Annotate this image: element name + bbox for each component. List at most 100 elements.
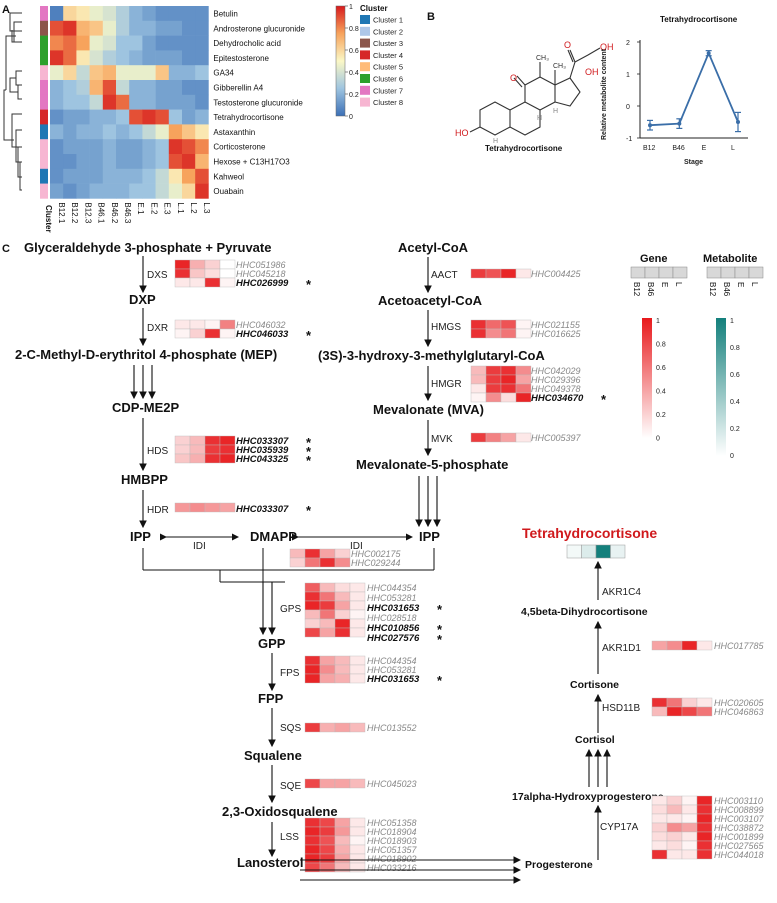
gene-expression-cell — [651, 822, 668, 833]
heatmap-column-label: L.1 — [176, 202, 185, 214]
atom-oh-ring: OH — [585, 67, 599, 77]
gene-id: HHC046863 — [714, 707, 764, 717]
heatmap-cell — [63, 154, 77, 170]
heatmap-column-label: L.2 — [189, 202, 198, 214]
gene-expression-cell — [485, 392, 502, 403]
cluster-bar-cell — [40, 50, 48, 66]
cluster-legend-label: Cluster 7 — [373, 86, 403, 95]
gene-expression-cell — [666, 640, 683, 651]
gene-expression-cell — [666, 840, 683, 851]
gene-expression-cell — [304, 862, 321, 873]
cluster-legend-label: Cluster 3 — [373, 39, 403, 48]
cluster-bar-cell — [40, 65, 48, 81]
heatmap-cell — [89, 65, 104, 81]
y-axis-label: Relative metabolite content — [601, 48, 608, 140]
heatmap-cell — [155, 20, 170, 36]
gene-expression-cell — [515, 432, 532, 443]
gene-id: HHC028518 — [367, 613, 417, 623]
gene-expression-cell — [485, 383, 502, 394]
gene-expression-cell — [319, 862, 336, 873]
heatmap-cell — [142, 20, 156, 36]
target-metabolite: Tetrahydrocortisone — [522, 525, 657, 541]
gene-expression-cell — [696, 697, 713, 708]
gene-expression-cell — [349, 582, 366, 593]
cluster-legend-label: Cluster 2 — [373, 27, 403, 36]
heatmap-cell — [155, 35, 170, 51]
gene-expression-cell — [651, 849, 668, 860]
gene-expression-cell — [500, 328, 517, 339]
gene-id: HHC045023 — [367, 779, 417, 789]
gene-expression-cell — [304, 722, 321, 733]
heatmap-cell — [182, 80, 196, 96]
gene-expression-cell — [204, 268, 221, 279]
gene-expression-cell — [485, 328, 502, 339]
heatmap-cell — [142, 154, 156, 170]
heatmap-cell — [182, 124, 196, 140]
cluster-legend-swatch — [360, 26, 370, 36]
heatmap-cell — [168, 94, 183, 110]
heatmap-cell — [50, 139, 64, 155]
color-scale-tick: 0.8 — [349, 26, 359, 33]
color-scale-tick: 0.2 — [349, 92, 359, 99]
heatmap-cell — [195, 65, 209, 81]
gene-expression-cell — [319, 722, 336, 733]
metabolite-level-cell — [566, 544, 582, 559]
significance-star: * — [306, 435, 312, 450]
significance-star: * — [601, 392, 607, 407]
gene-expression-cell — [349, 817, 366, 828]
enzyme-label: LSS — [280, 832, 299, 843]
heatmap-row-label: Betulin — [213, 10, 237, 19]
heatmap-cell — [102, 139, 117, 155]
gene-expression-cell — [349, 826, 366, 837]
data-point — [677, 121, 682, 126]
heatmap-cell — [168, 20, 183, 36]
heatmap-cell — [50, 6, 64, 22]
gene-id: HHC027565 — [714, 841, 765, 851]
heatmap-cell — [102, 183, 117, 199]
molecule-structure — [469, 47, 601, 136]
heatmap-cell — [142, 94, 156, 110]
cluster-bar-cell — [40, 124, 48, 140]
gene-expression-cell — [515, 319, 532, 330]
heatmap-cell — [129, 65, 143, 81]
heatmap-cell — [76, 6, 90, 22]
heatmap-cell — [89, 35, 104, 51]
heatmap-cell — [155, 109, 170, 125]
heatmap-cell — [116, 168, 130, 184]
heatmap-cell — [102, 65, 117, 81]
cluster-legend-label: Cluster 4 — [373, 51, 403, 60]
heatmap-row-label: GA34 — [213, 69, 234, 78]
heatmap-cell — [182, 6, 196, 22]
gene-expression-cell — [334, 557, 351, 568]
heatmap-cell — [195, 50, 209, 66]
gene-expression-cell — [500, 268, 517, 279]
gene-expression-cell — [189, 453, 206, 464]
heatmap-cell — [195, 154, 209, 170]
significance-star: * — [437, 673, 443, 688]
heatmap-cell — [76, 124, 90, 140]
heatmap-cell — [63, 183, 77, 199]
gene-expression-cell — [319, 582, 336, 593]
metabolite-label: HMBPP — [121, 472, 168, 487]
heatmap-cell — [63, 65, 77, 81]
heatmap-cell — [195, 80, 209, 96]
heatmap-cell — [195, 109, 209, 125]
heatmap-cell — [116, 65, 130, 81]
metabolite-label: IPP — [419, 529, 440, 544]
gene-expression-cell — [319, 557, 336, 568]
metabolite-scale-tick: 0 — [730, 453, 734, 460]
gene-expression-cell — [334, 778, 351, 789]
gene-id: HHC018903 — [367, 836, 417, 846]
heatmap-cell — [89, 168, 104, 184]
metabolite-legend-stage: L — [750, 282, 759, 287]
enzyme-label: IDI — [193, 541, 206, 552]
heatmap-column-label: E.1 — [136, 202, 145, 215]
gene-id: HHC027576 — [367, 633, 420, 644]
gene-expression-cell — [500, 365, 517, 376]
metabolite-label: CDP-ME2P — [112, 400, 180, 415]
heatmap-cell — [102, 154, 117, 170]
metabolite-label: DXP — [129, 292, 156, 307]
gene-expression-cell — [470, 392, 487, 403]
gene-expression-cell — [485, 365, 502, 376]
heatmap-cell — [89, 139, 104, 155]
